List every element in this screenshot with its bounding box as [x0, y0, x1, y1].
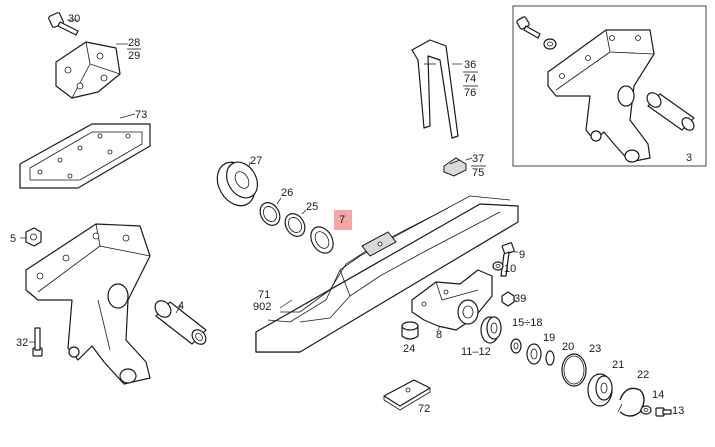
part-leaf-spring[interactable]	[255, 195, 519, 353]
part-spring-hanger-inset[interactable]	[547, 29, 655, 163]
part-nut-5[interactable]	[25, 227, 42, 247]
label-20[interactable]: 20	[562, 341, 574, 353]
label-4[interactable]: 4	[178, 300, 184, 312]
label-24[interactable]: 24	[403, 343, 415, 355]
label-5[interactable]: 5	[10, 233, 16, 245]
label-32[interactable]: 32	[16, 337, 28, 349]
label-22[interactable]: 22	[637, 369, 649, 381]
label-76[interactable]: 76	[464, 87, 476, 99]
leader-71	[279, 299, 293, 309]
label-3[interactable]: 3	[686, 152, 692, 164]
part-washer-inset[interactable]	[543, 38, 557, 50]
label-23[interactable]: 23	[589, 343, 601, 355]
label-9[interactable]: 9	[519, 249, 525, 261]
part-bracket-28-29[interactable]	[55, 41, 121, 99]
label-73[interactable]: 73	[135, 109, 147, 121]
label-27[interactable]: 27	[250, 155, 262, 167]
part-bolt-13[interactable]	[655, 407, 672, 417]
label-26[interactable]: 26	[281, 187, 293, 199]
part-bearing-27[interactable]	[210, 156, 264, 213]
label-30[interactable]: 30	[68, 13, 80, 25]
label-29[interactable]: 29	[128, 50, 140, 62]
part-cover-21[interactable]	[587, 373, 613, 407]
label-71[interactable]: 71	[258, 289, 270, 301]
part-cap-24[interactable]	[401, 321, 419, 340]
part-washer-19[interactable]	[526, 343, 542, 365]
leader-37	[465, 157, 473, 161]
part-u-bolt-36[interactable]	[411, 39, 459, 139]
part-circlip-22[interactable]	[617, 387, 645, 417]
part-pin-4[interactable]	[152, 298, 209, 347]
label-37[interactable]: 37	[472, 153, 484, 165]
part-trunnion-8[interactable]	[411, 269, 493, 331]
part-washer-14[interactable]	[640, 405, 652, 415]
label-75[interactable]: 75	[472, 167, 484, 179]
highlight-box-7	[334, 210, 352, 230]
part-pad-37-75[interactable]	[443, 157, 467, 177]
part-plate-72[interactable]	[383, 379, 431, 411]
label-14[interactable]: 14	[652, 389, 664, 401]
inset-frame-3	[512, 5, 707, 167]
label-10[interactable]: 10	[504, 263, 516, 275]
part-pin-inset[interactable]	[644, 90, 696, 133]
label-39[interactable]: 39	[514, 293, 526, 305]
label-74[interactable]: 74	[464, 73, 476, 85]
label-8[interactable]: 8	[436, 329, 442, 341]
label-11-12[interactable]: 11–12	[461, 346, 491, 358]
label-902[interactable]: 902	[253, 301, 271, 313]
part-washer-15-18[interactable]	[510, 338, 522, 354]
label-36[interactable]: 36	[464, 59, 476, 71]
leader-73	[119, 113, 136, 119]
part-seal-7[interactable]	[306, 223, 337, 257]
leader-25	[301, 209, 307, 215]
label-25[interactable]: 25	[306, 201, 318, 213]
part-ring-26[interactable]	[256, 199, 284, 229]
part-oring-23[interactable]	[561, 353, 587, 387]
leader-8	[437, 325, 441, 331]
part-ring-25[interactable]	[281, 210, 309, 240]
label-19[interactable]: 19	[543, 332, 555, 344]
part-bushing-11-12[interactable]	[480, 316, 502, 344]
label-7[interactable]: 7	[339, 214, 345, 226]
part-spacer-20[interactable]	[545, 350, 555, 366]
part-gasket-73[interactable]	[19, 123, 151, 189]
part-nut-39[interactable]	[501, 291, 515, 307]
part-spring-hanger-left[interactable]	[25, 223, 151, 385]
label-15-18[interactable]: 15÷18	[512, 317, 543, 329]
label-21[interactable]: 21	[612, 359, 624, 371]
leader-27	[248, 161, 251, 167]
part-bolt-32[interactable]	[32, 327, 43, 357]
leader-26	[276, 197, 282, 205]
part-bolt-30[interactable]	[48, 12, 79, 36]
part-nut-10[interactable]	[492, 261, 504, 271]
part-bolt-inset[interactable]	[516, 16, 541, 39]
leader-4	[175, 304, 182, 314]
label-13[interactable]: 13	[672, 405, 684, 417]
label-72[interactable]: 72	[418, 403, 430, 415]
label-28[interactable]: 28	[128, 37, 140, 49]
